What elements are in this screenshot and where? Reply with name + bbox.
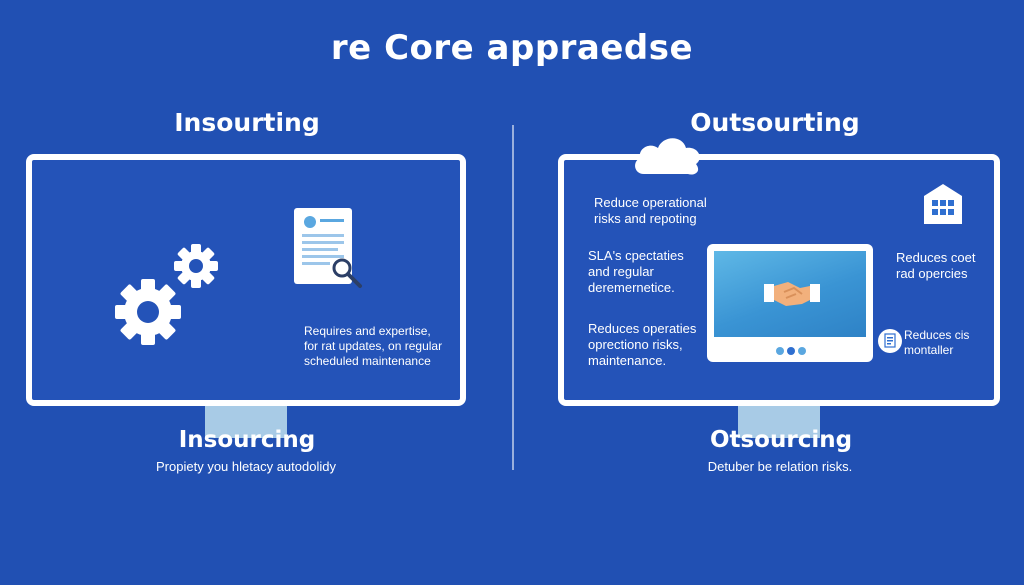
small-document-icon	[878, 329, 902, 353]
cloud-icon	[635, 138, 700, 175]
gear-icon	[115, 244, 218, 345]
text-line: rad opercies	[896, 266, 968, 281]
text-line: SLA's cpectaties	[588, 248, 684, 263]
outsourcing-text-a: Reduce operational risks and repoting	[594, 195, 734, 227]
building-icon	[924, 184, 962, 224]
insourcing-heading: Insourting	[174, 108, 320, 137]
text-line: montaller	[904, 343, 954, 357]
text-line: Reduce operational	[594, 195, 707, 210]
text-line: Reduces cis	[904, 328, 970, 342]
outsourcing-caption: Detuber be relation risks.	[707, 459, 853, 474]
text-line: oprectiono risks,	[588, 337, 683, 352]
text-line: deremernetice.	[588, 280, 675, 295]
outsourcing-bottom-title: Otsourcing	[709, 427, 853, 453]
tablet-dot	[798, 347, 806, 355]
insourcing-monitor	[26, 154, 466, 406]
column-divider	[512, 125, 514, 470]
text-line: Reduces operaties	[588, 321, 697, 336]
insourcing-note-line: for rat updates, on regular	[304, 339, 443, 353]
document-search-icon	[294, 208, 362, 288]
insourcing-bottom-title: Insourcing	[178, 427, 316, 453]
insourcing-monitor-stand	[205, 404, 287, 438]
handshake-icon	[764, 282, 820, 306]
outsourcing-text-e: Reduces cis montaller	[904, 328, 994, 358]
page-title: re Core appraedse	[330, 28, 694, 68]
text-line: and regular	[588, 264, 654, 279]
insourcing-caption: Propiety you hletacy autodolidy	[156, 459, 336, 474]
tablet-dot	[776, 347, 784, 355]
insourcing-note: Requires and expertise, for rat updates,…	[304, 324, 454, 369]
outsourcing-text-d: Reduces coet rad opercies	[896, 250, 992, 282]
text-line: risks and repoting	[594, 211, 697, 226]
tablet-dot	[787, 347, 795, 355]
outsourcing-text-c: Reduces operaties oprectiono risks, main…	[588, 321, 708, 369]
text-line: maintenance.	[588, 353, 667, 368]
text-line: Reduces coet	[896, 250, 976, 265]
outsourcing-heading: Outsourting	[690, 108, 860, 137]
outsourcing-text-b: SLA's cpectaties and regular deremerneti…	[588, 248, 708, 296]
outsourcing-monitor-stand	[738, 404, 820, 438]
insourcing-note-line: Requires and expertise,	[304, 324, 431, 338]
insourcing-note-line: scheduled maintenance	[304, 354, 431, 368]
